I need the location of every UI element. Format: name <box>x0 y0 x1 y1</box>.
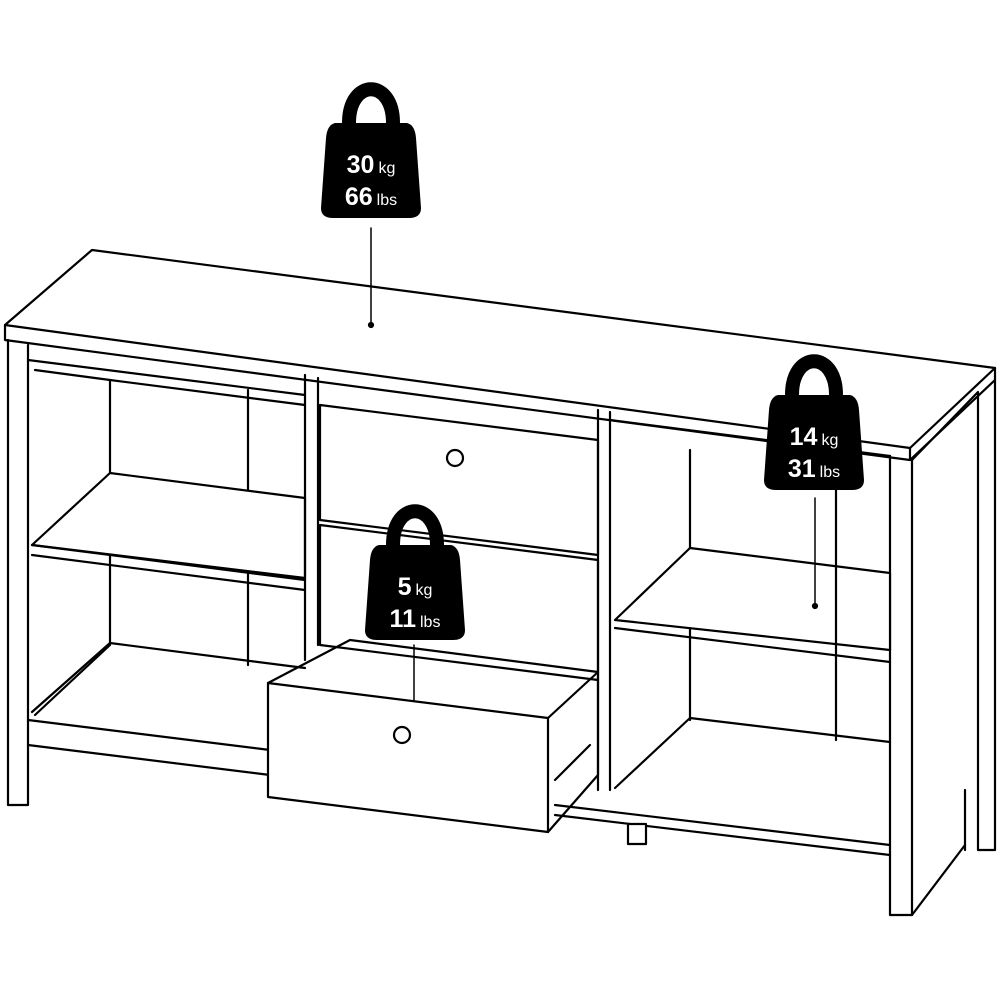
kg-unit: kg <box>415 582 433 599</box>
open-drawer <box>266 638 600 834</box>
left-side-panel <box>6 338 307 807</box>
right-compartment <box>553 418 892 857</box>
lbs-unit: lbs <box>819 464 841 481</box>
leader-lines <box>370 227 816 701</box>
kg-unit: kg <box>378 160 396 177</box>
lbs-value: 11 <box>389 605 416 633</box>
kg-value: 5 <box>397 573 412 601</box>
kettlebell-weight-icon <box>365 504 465 640</box>
kg-value: 14 <box>789 423 818 451</box>
lbs-unit: lbs <box>419 614 441 631</box>
lbs-unit: lbs <box>376 192 398 209</box>
lbs-value: 31 <box>787 455 816 483</box>
right-side-panel <box>888 378 997 917</box>
kettlebell-weight-icon <box>321 82 421 218</box>
kg-unit: kg <box>821 432 839 449</box>
left-compartment <box>26 368 320 777</box>
kettlebell-weight-icon <box>764 354 864 490</box>
kg-value: 30 <box>346 151 375 179</box>
lbs-value: 66 <box>344 183 373 211</box>
